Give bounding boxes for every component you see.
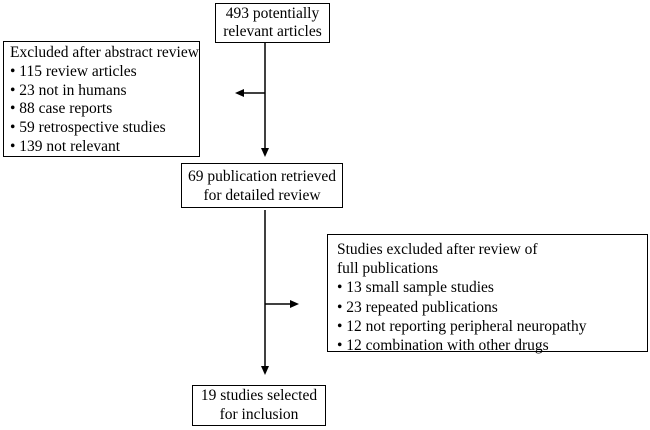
arrow-right-to-excluded-full-icon	[265, 300, 299, 308]
bullet-item: • 12 combination with other drugs	[337, 337, 549, 355]
bullet-item: • 139 not relevant	[10, 137, 121, 155]
bullet-item: • 88 case reports	[10, 100, 113, 118]
box-title-line: full publications	[337, 260, 439, 278]
bullet-item: • 23 repeated publications	[337, 298, 498, 316]
box-text-line: 493 potentially	[225, 4, 320, 22]
bullet-item: • 13 small sample studies	[337, 279, 494, 297]
arrow-down-identified-to-retrieved-icon	[261, 43, 269, 157]
box-excluded-after-abstract-review: Excluded after abstract review • 115 rev…	[3, 41, 200, 157]
box-text-line: for detailed review	[203, 186, 321, 204]
arrow-down-retrieved-to-included-icon	[261, 210, 269, 375]
bullet-item: • 23 not in humans	[10, 81, 127, 99]
bullet-item: • 115 review articles	[10, 62, 137, 80]
box-title: Excluded after abstract review	[10, 44, 199, 61]
box-studies-selected: 19 studies selected for inclusion	[192, 385, 326, 426]
arrow-left-to-excluded-abstract-icon	[235, 89, 265, 97]
box-text-line: 69 publication retrieved	[187, 167, 337, 185]
box-text-line: relevant articles	[223, 23, 322, 40]
box-publications-retrieved: 69 publication retrieved for detailed re…	[181, 163, 343, 208]
box-excluded-after-full-review: Studies excluded after review of full pu…	[327, 234, 648, 355]
bullet-item: • 12 not reporting peripheral neuropathy	[337, 317, 587, 335]
box-potentially-relevant-articles: 493 potentially relevant articles	[215, 3, 330, 43]
box-text-line: 19 studies selected	[200, 387, 318, 404]
box-title-line: Studies excluded after review of	[337, 241, 538, 258]
bullet-item: • 59 retrospective studies	[10, 119, 166, 137]
box-text-line: for inclusion	[219, 405, 299, 423]
